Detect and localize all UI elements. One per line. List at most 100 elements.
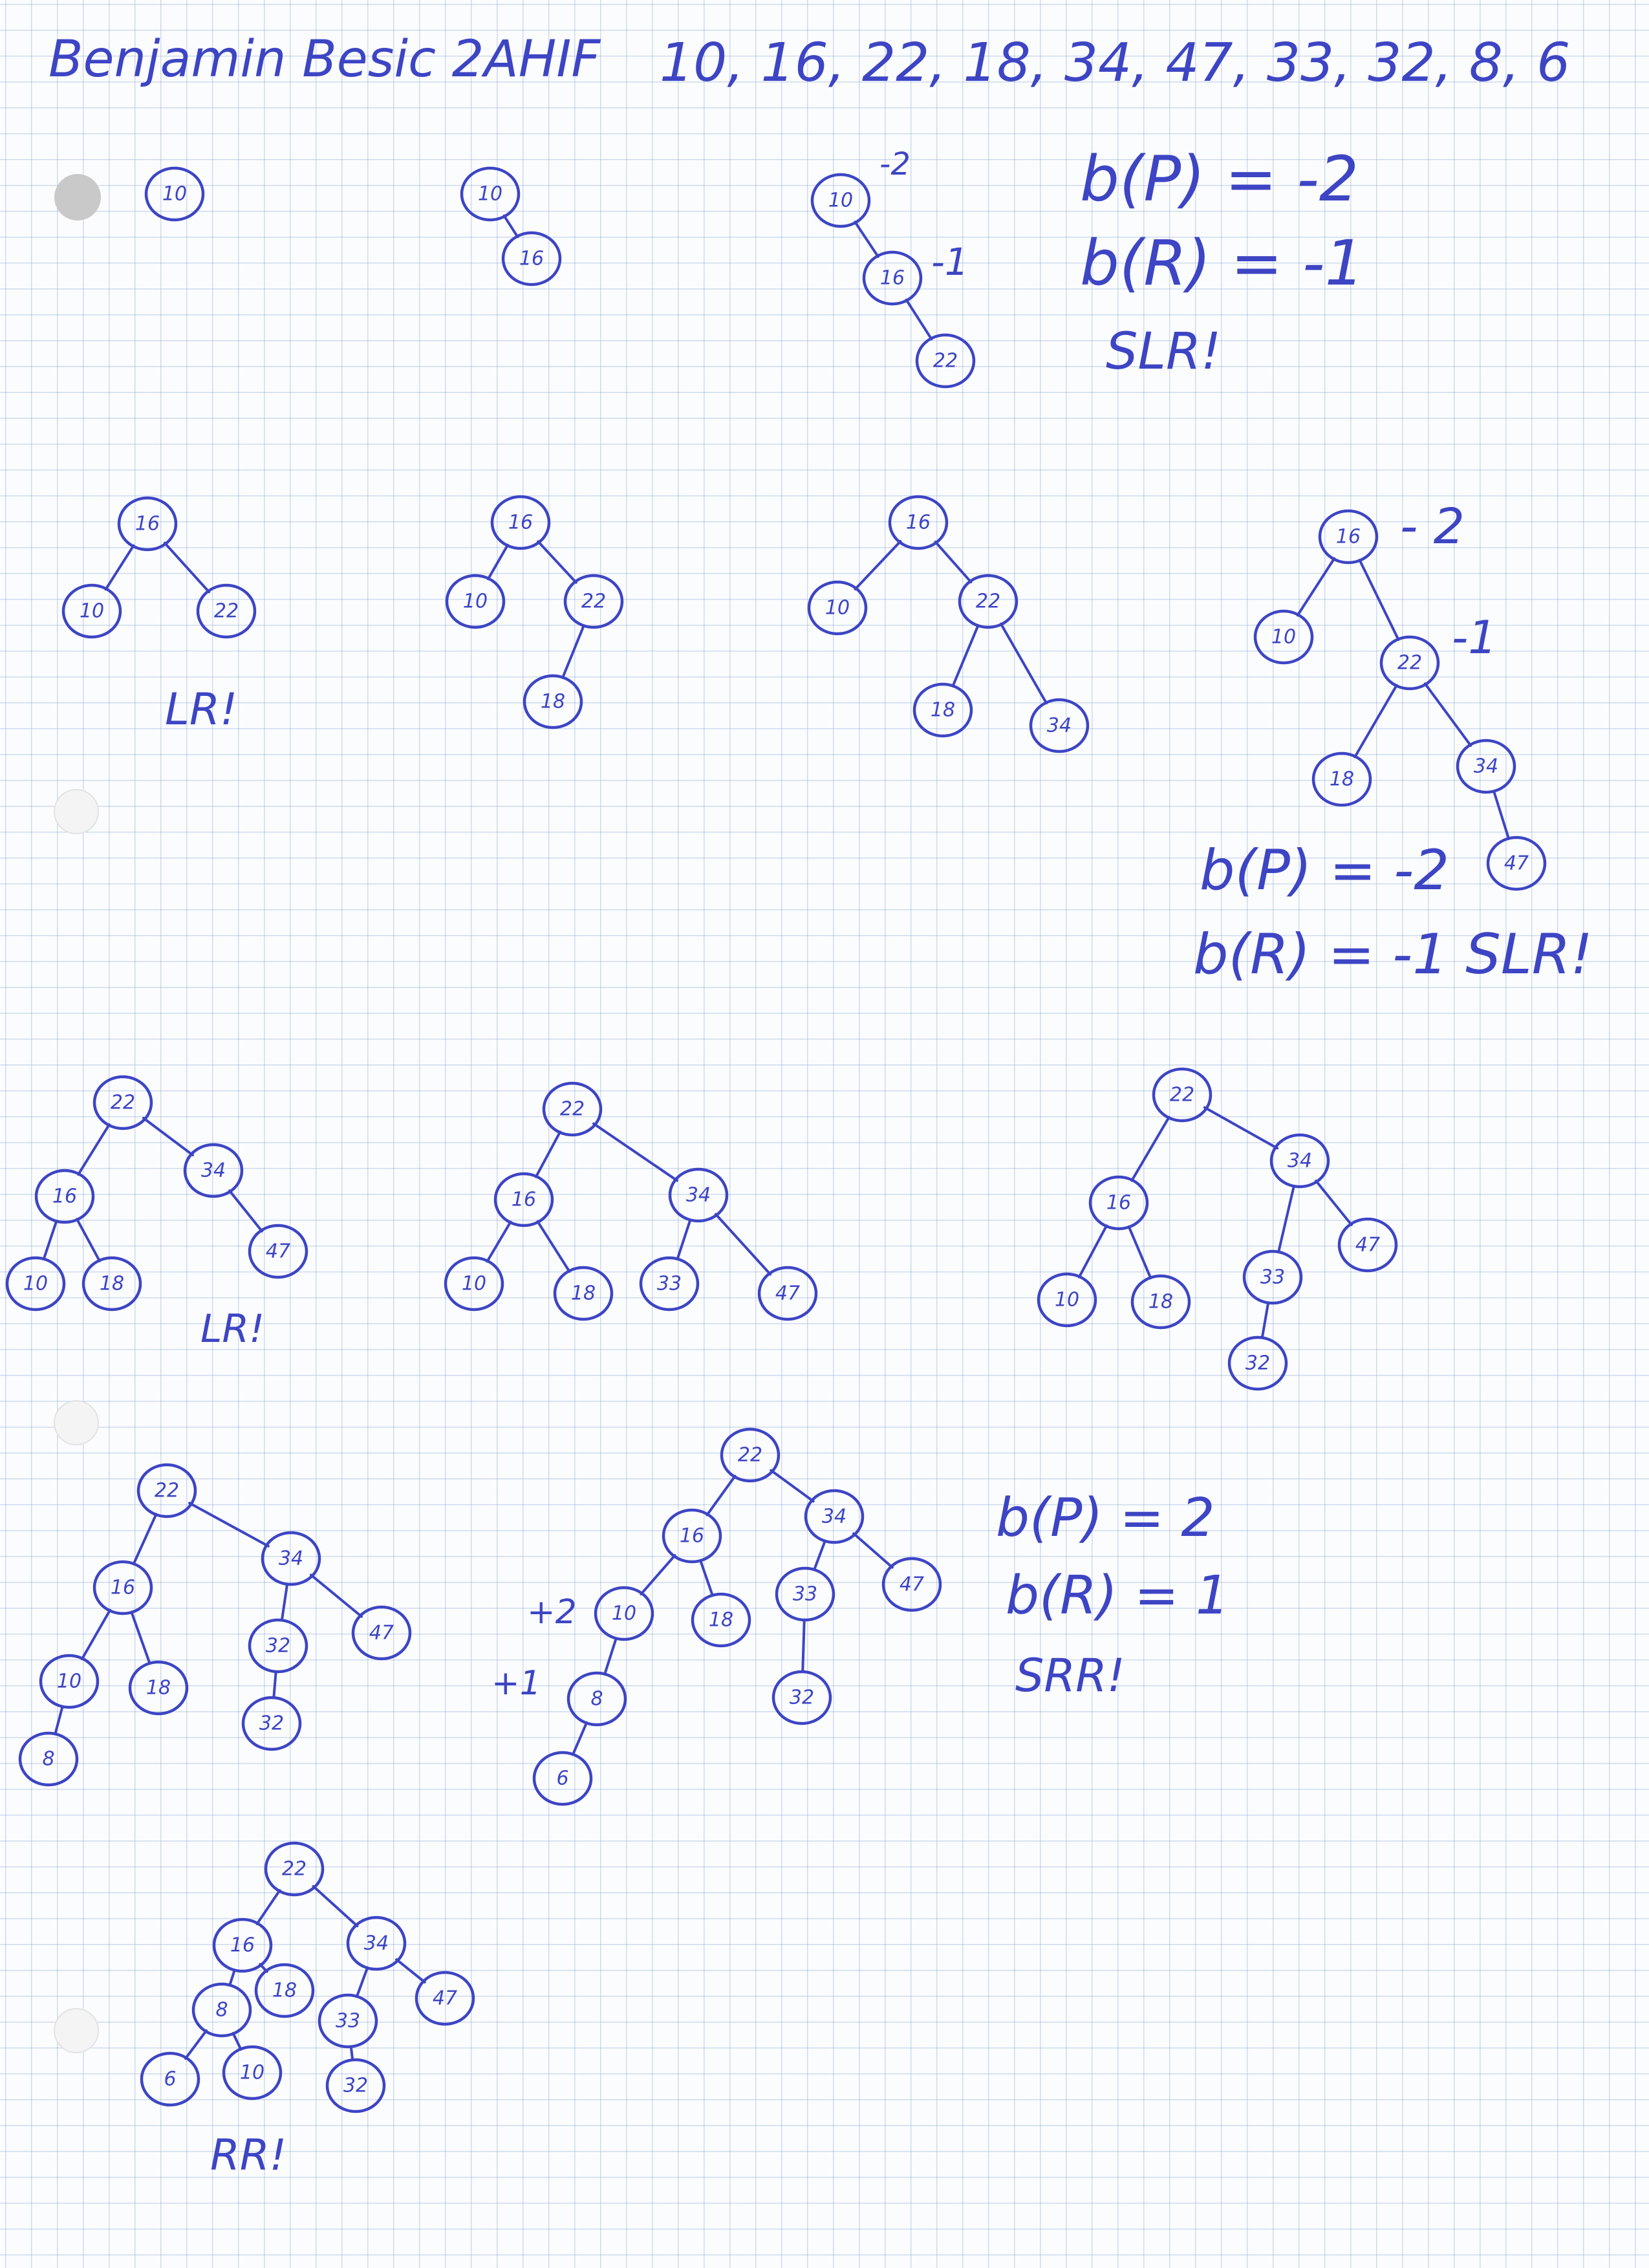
balance-label: -1 <box>931 240 969 284</box>
tree-node: 10 <box>807 580 868 636</box>
tree-node: 22 <box>542 1081 603 1137</box>
tree-edge <box>537 540 577 584</box>
node-circle <box>1269 1133 1330 1189</box>
node-value: 47 <box>266 1240 290 1263</box>
tree-node: 16 <box>34 1169 95 1224</box>
balance-factor-note: b(P) = -2 <box>1200 838 1449 903</box>
node-value: 16 <box>111 1577 135 1599</box>
node-circle <box>888 495 949 550</box>
tree-node: 16 <box>117 496 178 552</box>
tree-node: 34 <box>804 1489 865 1544</box>
node-value: 22 <box>976 590 1000 613</box>
node-value: 18 <box>541 691 565 713</box>
node-circle <box>415 1971 475 2026</box>
tree-node: 10 <box>594 1586 654 1641</box>
node-value: 34 <box>364 1932 389 1955</box>
node-circle <box>144 166 205 222</box>
node-circle <box>915 333 976 389</box>
node-circle <box>1130 1274 1191 1330</box>
tree-node: 47 <box>248 1224 308 1279</box>
node-circle <box>532 1751 593 1806</box>
tree-edge <box>1358 558 1400 642</box>
node-value: 47 <box>900 1573 924 1596</box>
node-circle <box>1379 635 1440 691</box>
node-value: 33 <box>1260 1266 1285 1289</box>
tree-node: 18 <box>553 1266 614 1321</box>
node-value: 16 <box>906 512 931 534</box>
node-value: 47 <box>433 1987 457 2010</box>
node-circle <box>140 2051 200 2107</box>
node-value: 34 <box>279 1548 303 1570</box>
node-value: 22 <box>560 1098 585 1121</box>
tree-edge <box>699 1559 714 1597</box>
node-circle <box>117 496 178 552</box>
tree-edge <box>272 1670 277 1700</box>
node-value: 18 <box>146 1677 171 1700</box>
node-circle <box>261 1531 321 1586</box>
tree-node: 16 <box>862 250 923 306</box>
node-circle <box>136 1463 197 1518</box>
node-circle <box>34 1169 95 1224</box>
node-circle <box>212 1917 273 1973</box>
node-value: 32 <box>790 1687 814 1709</box>
node-value: 22 <box>282 1858 307 1881</box>
tree-edge <box>561 624 585 679</box>
node-value: 47 <box>1504 852 1529 875</box>
tree-node: 6 <box>532 1751 593 1806</box>
tree-edge <box>854 221 879 258</box>
node-circle <box>183 1143 244 1198</box>
tree-node: 18 <box>1311 751 1372 807</box>
node-circle <box>807 580 868 636</box>
balance-label: -2 <box>879 146 911 182</box>
node-value: 22 <box>214 600 239 623</box>
tree-edge <box>905 298 933 341</box>
tree-edge <box>706 1474 737 1517</box>
balance-label: -1 <box>1452 611 1497 664</box>
node-value: 10 <box>80 600 104 623</box>
node-circle <box>196 583 257 639</box>
tree-edge <box>42 1219 58 1261</box>
node-value: 6 <box>164 2068 176 2091</box>
node-value: 22 <box>1170 1084 1194 1107</box>
node-value: 10 <box>1055 1289 1079 1312</box>
tree-node: 22 <box>720 1427 781 1483</box>
node-value: 16 <box>512 1189 536 1211</box>
node-circle <box>92 1560 153 1615</box>
tree-edge <box>770 1469 815 1503</box>
rotation-note: SRR! <box>1015 1649 1125 1702</box>
tree-node: 34 <box>668 1167 729 1223</box>
tree-node: 10 <box>39 1654 100 1709</box>
node-value: 22 <box>581 590 606 613</box>
node-circle <box>720 1427 781 1483</box>
avl-tree-4: 16 10 22 <box>61 496 257 639</box>
binder-hole <box>54 2008 99 2053</box>
tree-node: 22 <box>1152 1067 1212 1123</box>
insertion-sequence: 10, 16, 22, 18, 34, 47, 33, 32, 8, 6 <box>660 32 1570 94</box>
tree-node: 47 <box>757 1266 818 1321</box>
tree-edge <box>1353 684 1398 759</box>
node-circle <box>810 173 871 228</box>
node-value: 16 <box>680 1525 704 1548</box>
tree-node: 47 <box>1486 836 1547 891</box>
node-circle <box>501 231 562 286</box>
node-value: 18 <box>1148 1291 1173 1313</box>
tree-edge <box>534 1130 562 1178</box>
node-circle <box>61 583 122 639</box>
node-value: 16 <box>52 1185 77 1208</box>
node-circle <box>92 1075 153 1130</box>
node-circle <box>1318 509 1379 565</box>
tree-edge <box>640 1554 676 1595</box>
node-value: 6 <box>556 1767 568 1790</box>
node-value: 34 <box>1288 1150 1312 1172</box>
node-value: 10 <box>162 183 187 206</box>
tree-edge <box>801 1618 806 1674</box>
tree-node: 18 <box>128 1660 189 1716</box>
tree-edge <box>999 622 1048 705</box>
node-circle <box>460 166 521 222</box>
tree-edge <box>130 1610 151 1665</box>
tree-node: 18 <box>81 1256 142 1312</box>
node-value: 18 <box>931 699 955 722</box>
node-value: 8 <box>215 1999 228 2022</box>
